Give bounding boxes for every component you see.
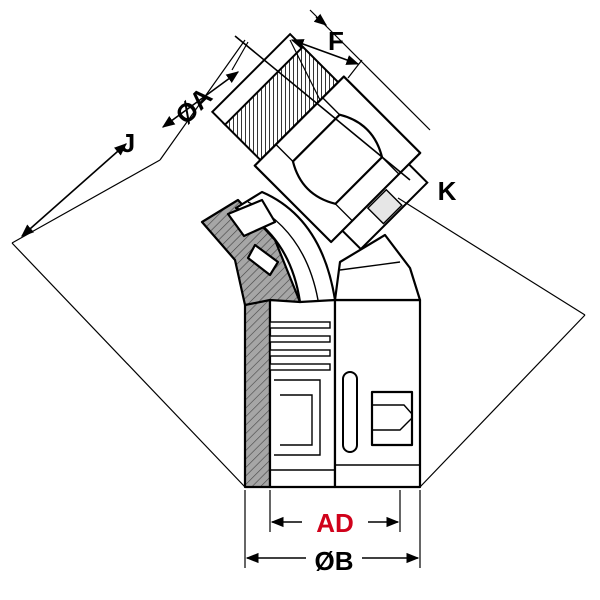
internal-rings (269, 321, 331, 371)
dimension-k: K (234, 35, 586, 488)
label-dim-b: ØB (315, 546, 354, 576)
label-dim-k: K (438, 176, 457, 206)
slot-window (342, 371, 358, 453)
dimension-f: F (289, 9, 431, 131)
label-dim-f: F (328, 26, 344, 56)
dimension-b: ØB (244, 490, 421, 576)
dimension-ad: AD (269, 490, 401, 538)
elbow-bend (200, 190, 422, 307)
label-dim-ad: AD (316, 508, 354, 538)
dimension-j: J (11, 128, 246, 488)
latch-clip (370, 390, 414, 447)
label-dim-j: J (121, 128, 135, 158)
lower-body (243, 285, 422, 489)
